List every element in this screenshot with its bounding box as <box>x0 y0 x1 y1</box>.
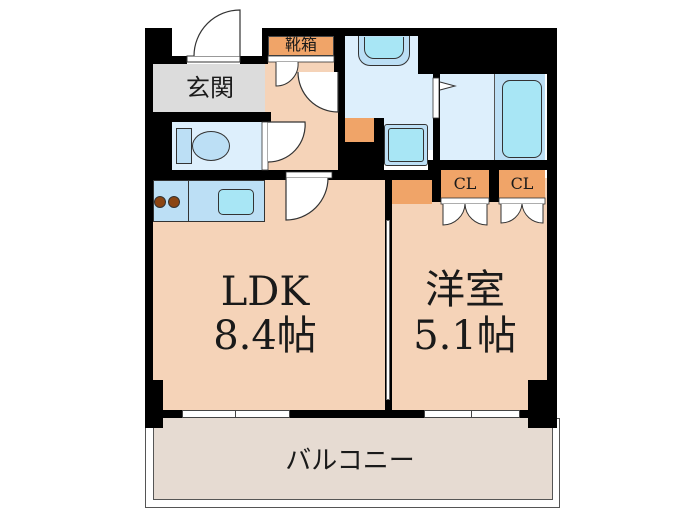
storage-2 <box>392 180 432 204</box>
washroom-door-icon <box>297 71 339 113</box>
western-room-name: 洋室 <box>425 267 505 313</box>
shoe-box <box>268 36 334 56</box>
closet-2 <box>499 170 545 198</box>
entrance-label: 玄関 <box>186 74 234 102</box>
western-window-divider <box>471 410 472 418</box>
closet-1-door-icon <box>440 197 490 226</box>
ldk-window-divider <box>235 410 236 418</box>
western-room-size: 5.1帖 <box>413 313 517 359</box>
kitchen-sink <box>218 189 254 215</box>
bathroom-door-icon <box>432 77 457 119</box>
balcony-floor <box>153 418 553 500</box>
toilet-tank <box>176 128 192 164</box>
toilet-bowl <box>192 131 230 161</box>
western-window <box>424 410 520 418</box>
balcony-label: バルコニー <box>285 446 415 476</box>
front-door-icon <box>186 9 241 63</box>
closet-2-label: CL <box>510 174 534 193</box>
stove-burner-2 <box>168 196 180 208</box>
ldk-size: 8.4帖 <box>213 313 317 359</box>
closet-2-door-icon <box>498 197 546 224</box>
bathtub <box>502 80 542 158</box>
shoebox-door-icon <box>267 55 335 87</box>
toilet-door-icon <box>261 121 306 171</box>
closet-1-label: CL <box>453 174 477 193</box>
ldk-window <box>182 410 290 418</box>
sliding-door <box>386 220 390 400</box>
ldk-door-icon <box>285 171 333 221</box>
kitchen-divider <box>188 180 189 222</box>
ldk-name: LDK <box>220 269 310 315</box>
shoe-box-label: 靴箱 <box>284 35 317 54</box>
storage-1 <box>344 118 374 142</box>
stove-burner-1 <box>154 196 166 208</box>
washing-machine-pan-inner <box>388 128 424 162</box>
washbasin-bowl <box>364 37 404 59</box>
closet-1 <box>441 170 489 198</box>
entrance-area <box>153 64 265 112</box>
